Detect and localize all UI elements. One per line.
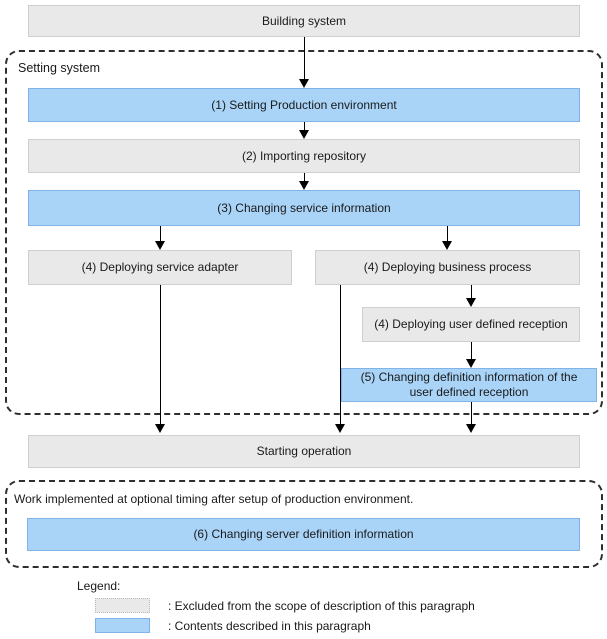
legend-title: Legend: (77, 579, 121, 593)
group-setting-system-label: Setting system (18, 61, 100, 75)
arrow-step5-to-starting-operation (466, 402, 476, 433)
arrow-head-icon (466, 298, 476, 307)
arrow-shaft (303, 173, 305, 182)
legend-item-excluded: : Excluded from the scope of description… (168, 599, 475, 613)
arrow-head-icon (155, 241, 165, 250)
arrow-shaft (339, 285, 341, 425)
arrow-step3-to-business-process (442, 226, 452, 250)
node-step3-changing-service-information: (3) Changing service information (28, 190, 580, 226)
arrow-shaft (470, 342, 472, 360)
arrow-shaft (303, 122, 305, 131)
node-step1-setting-production-environment: (1) Setting Production environment (28, 88, 580, 122)
arrow-head-icon (466, 424, 476, 433)
arrow-head-icon (155, 424, 165, 433)
legend-item-contents: : Contents described in this paragraph (168, 619, 371, 633)
arrow-head-icon (299, 130, 309, 139)
group-optional-work-border (5, 480, 603, 568)
arrow-step1-to-step2 (299, 122, 309, 139)
arrow-head-icon (299, 79, 309, 88)
arrow-business-process-to-starting-operation (335, 285, 345, 433)
arrow-shaft (470, 402, 472, 425)
arrow-shaft (303, 37, 305, 80)
node-step4-deploying-business-process: (4) Deploying business process (315, 250, 580, 285)
arrow-shaft (470, 285, 472, 299)
node-building-system: Building system (28, 5, 580, 37)
arrow-head-icon (442, 241, 452, 250)
arrow-shaft (159, 226, 161, 242)
arrow-business-process-to-reception (466, 285, 476, 307)
node-step6-changing-server-definition: (6) Changing server definition informati… (27, 518, 580, 551)
arrow-shaft (446, 226, 448, 242)
arrow-step3-to-service-adapter (155, 226, 165, 250)
node-step4-deploying-user-defined-reception: (4) Deploying user defined reception (362, 307, 580, 342)
arrow-building-to-step1 (299, 37, 309, 88)
node-starting-operation: Starting operation (28, 435, 580, 468)
arrow-step2-to-step3 (299, 173, 309, 190)
arrow-head-icon (299, 181, 309, 190)
node-step5-changing-definition-information: (5) Changing definition information of t… (341, 368, 597, 402)
legend-swatch-blue (95, 618, 150, 633)
group-optional-work-label: Work implemented at optional timing afte… (14, 492, 414, 506)
arrow-reception-to-step5 (466, 342, 476, 368)
arrow-head-icon (466, 359, 476, 368)
legend-swatch-gray (95, 598, 150, 613)
arrow-shaft (159, 285, 161, 425)
node-step2-importing-repository: (2) Importing repository (28, 139, 580, 173)
node-step4-deploying-service-adapter: (4) Deploying service adapter (28, 250, 292, 285)
arrow-head-icon (335, 424, 345, 433)
arrow-service-adapter-to-starting-operation (155, 285, 165, 433)
